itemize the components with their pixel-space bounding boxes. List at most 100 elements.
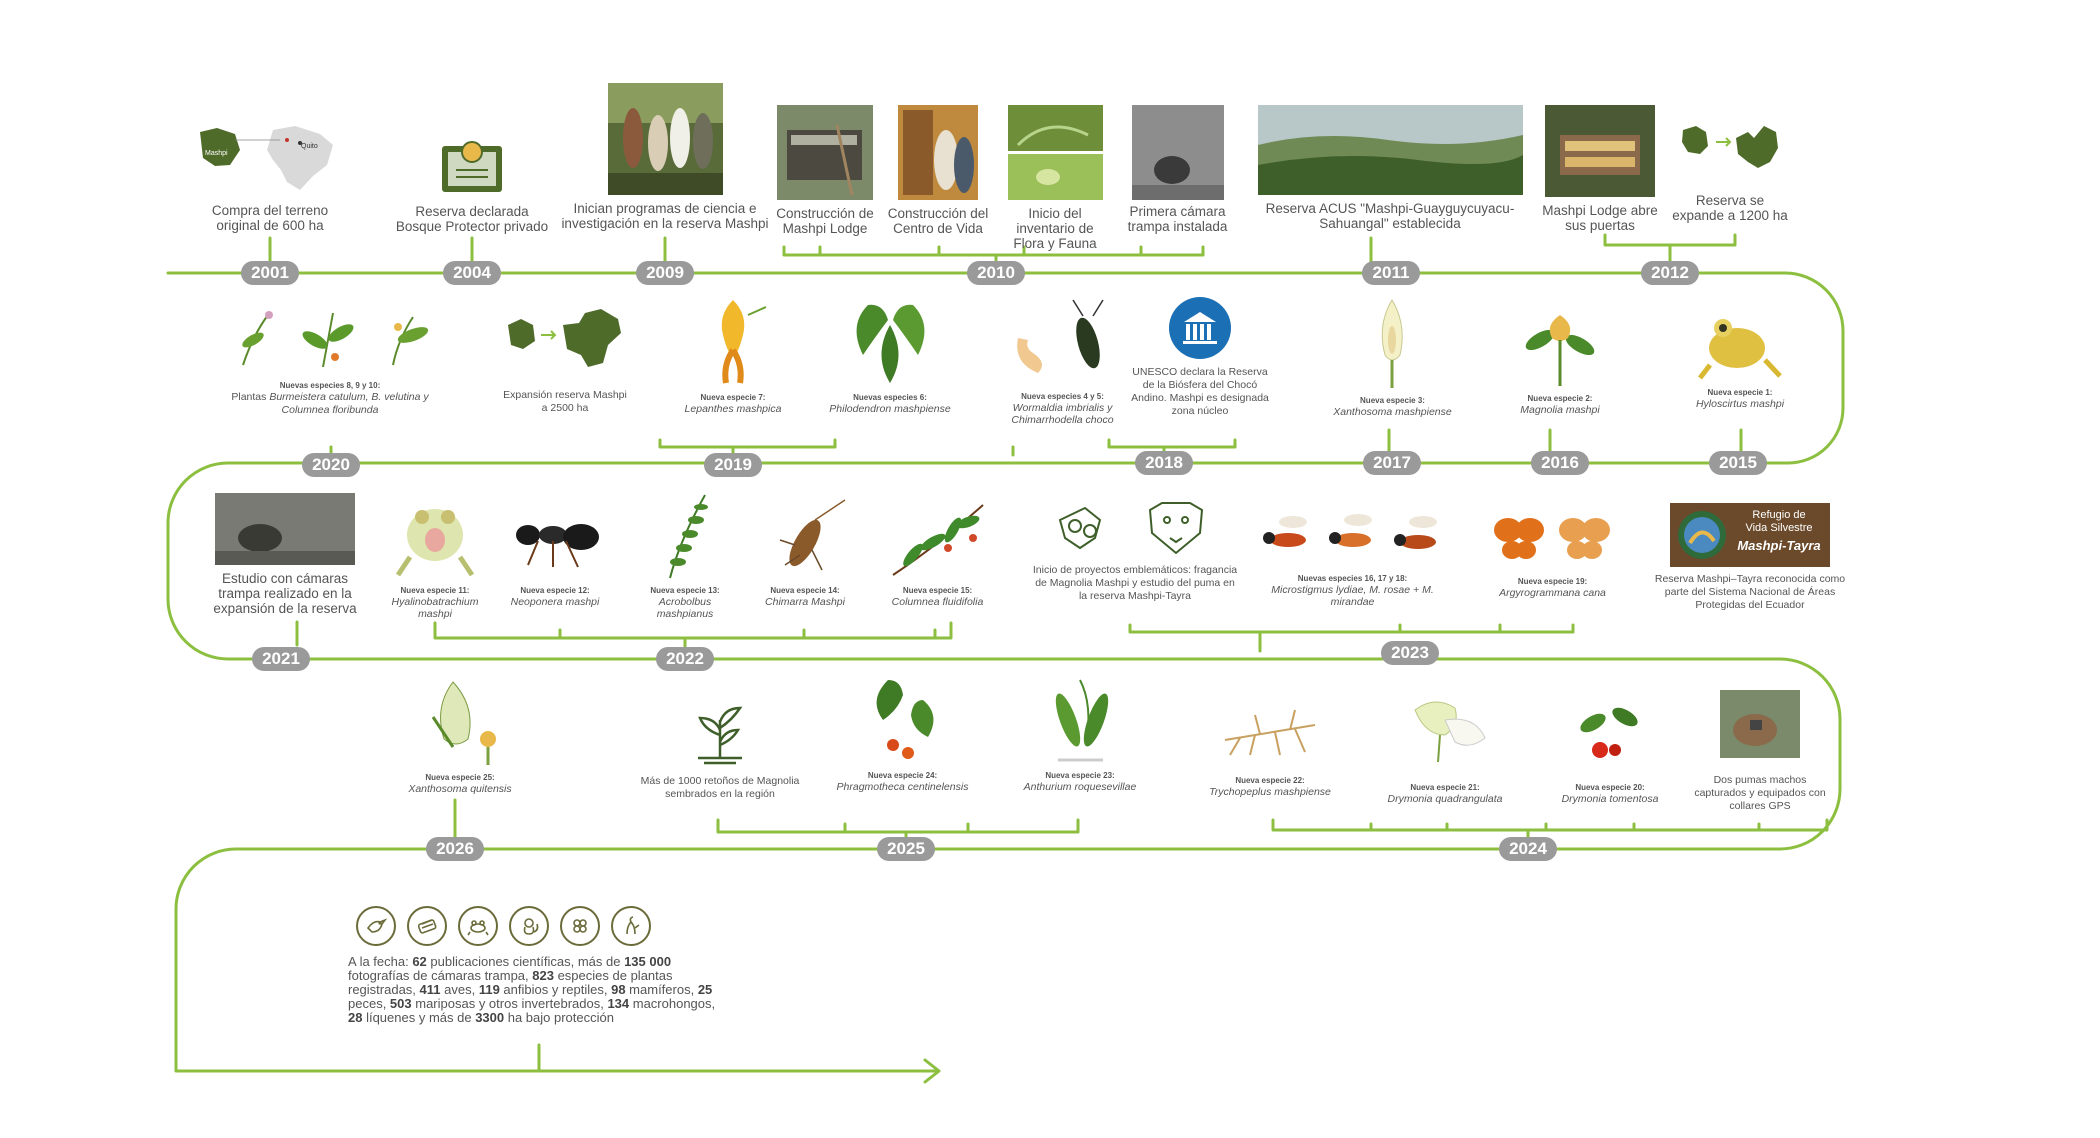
mashpi-tayra-logo: Refugio de Vida Silvestre Mashpi-Tayra: [1670, 503, 1830, 567]
log-icon: [407, 906, 447, 946]
monkey-icon: [509, 906, 549, 946]
event-nueva-especie-2: Nueva especie 2: Magnolia mashpi: [1500, 300, 1620, 416]
puma-photo: [1720, 690, 1800, 758]
tag-nueva-especie-25: Nueva especie 25:: [425, 773, 495, 782]
event-nueva-especie-12: Nueva especie 12: Neoponera mashpi: [500, 505, 610, 608]
year-badge-2023: 2023: [1381, 641, 1439, 665]
event-nueva-especie-25: Nueva especie 25: Xanthosoma quitensis: [395, 677, 525, 795]
event-compra: Mashpi Quito Compra del terreno original…: [195, 120, 345, 233]
event-pumas-gps: Dos pumas machos capturados y equipados …: [1690, 690, 1830, 813]
summary-part: publicaciones científicas, más de: [426, 954, 625, 969]
event-tayra-reconocida: Refugio de Vida Silvestre Mashpi-Tayra R…: [1650, 503, 1850, 612]
year-badge-2019: 2019: [704, 453, 762, 477]
caption-nueva-especie-20: Nueva especie 20: Drymonia tomentosa: [1550, 783, 1670, 805]
event-nueva-especie-11: Nueva especie 11: Hyalinobatrachium mash…: [375, 495, 495, 620]
event-unesco: UNESCO declara la Reserva de la Biósfera…: [1130, 296, 1270, 418]
species-16-18: Microstigmus lydiae, M. rosae + M. miran…: [1271, 584, 1434, 608]
caption-estudio-camaras: Estudio con cámaras trampa realizado en …: [213, 571, 357, 616]
bird-icon: [356, 906, 396, 946]
event-nueva-especie-15: Nueva especie 15: Columnea fluidifolia: [875, 500, 1000, 608]
philodendron-illustration: [843, 295, 938, 387]
caption-expande-1200: Reserva se expande a 1200 ha: [1672, 193, 1788, 223]
tag-nueva-especie-12: Nueva especie 12:: [520, 586, 590, 595]
lodge-photo: [1545, 105, 1655, 197]
caption-lodge-abre: Mashpi Lodge abre sus puertas: [1542, 203, 1658, 233]
magnolia-illustration: [1520, 300, 1600, 388]
caption-pumas-gps: Dos pumas machos capturados y equipados …: [1694, 774, 1826, 812]
species-25: Xanthosoma quitensis: [408, 783, 512, 795]
caption-nueva-especie-14: Nueva especie 14: Chimarra Mashpi: [750, 586, 860, 608]
caption-nueva-especie-3: Nueva especie 3: Xanthosoma mashpiense: [1325, 396, 1460, 418]
drymonia-quadrangulata-illustration: [1400, 690, 1490, 765]
summary-part: ha bajo protección: [504, 1010, 614, 1025]
event-lodge-abre: Mashpi Lodge abre sus puertas: [1535, 105, 1665, 233]
summary-part: A la fecha:: [348, 954, 413, 969]
event-inventario: Inicio del inventario de Flora y Fauna: [1000, 105, 1110, 251]
plants-8-10-illustration: [223, 305, 438, 373]
frog-illustration: [1695, 310, 1785, 380]
tag-nueva-especie-20: Nueva especie 20:: [1575, 783, 1645, 792]
forest-landscape-photo: [1257, 105, 1523, 195]
caption-nueva-especie-24: Nueva especie 24: Phragmotheca centinele…: [830, 771, 975, 793]
unesco-logo: [1168, 296, 1232, 360]
caption-tayra-reconocida: Reserva Mashpi–Tayra reconocida como par…: [1654, 573, 1846, 611]
event-bosque-protector: Reserva declarada Bosque Protector priva…: [392, 138, 552, 234]
event-nueva-especie-20: Nueva especie 20: Drymonia tomentosa: [1550, 695, 1670, 805]
species-13: Acrobolbus mashpianus: [656, 596, 714, 620]
caption-nuevas-8-10: Nuevas especies 8, 9 y 10: Plantas Burme…: [215, 381, 445, 417]
year-badge-2026: 2026: [426, 837, 484, 861]
caption-nuevas-16-18: Nuevas especies 16, 17 y 18: Microstigmu…: [1250, 574, 1455, 608]
timeline-path: [166, 271, 1845, 1073]
count-anfibios: 119: [478, 982, 500, 997]
tayra-logo-line2: Vida Silvestre: [1745, 522, 1813, 534]
event-nueva-especie-21: Nueva especie 21: Drymonia quadrangulata: [1375, 690, 1515, 805]
caption-centro-vida: Construcción del Centro de Vida: [887, 206, 989, 236]
year-badge-2018: 2018: [1135, 451, 1193, 475]
species-14: Chimarra Mashpi: [765, 596, 845, 608]
phragmotheca-illustration: [863, 675, 943, 765]
butterflies-illustration: [1488, 505, 1618, 565]
year-badge-2010: 2010: [967, 261, 1025, 285]
count-peces: 25: [697, 982, 713, 997]
insects-4-5-illustration: [1003, 298, 1123, 386]
caption-inventario: Inicio del inventario de Flora y Fauna: [1013, 206, 1097, 251]
event-nueva-especie-3: Nueva especie 3: Xanthosoma mashpiense: [1325, 295, 1460, 418]
count-macrohongos: 134: [607, 996, 630, 1011]
summary-part: macrohongos,: [629, 996, 716, 1011]
year-badge-2021: 2021: [252, 647, 310, 671]
year-badge-2001: 2001: [241, 261, 299, 285]
tag-nueva-especie-14: Nueva especie 14:: [770, 586, 840, 595]
caption-nueva-especie-12: Nueva especie 12: Neoponera mashpi: [500, 586, 610, 608]
glass-frog-illustration: [390, 495, 480, 580]
event-nuevas-8-10: Nuevas especies 8, 9 y 10: Plantas Burme…: [215, 305, 445, 417]
seedling-icon: [690, 700, 750, 765]
summary-part: mamíferos,: [625, 982, 698, 997]
lichen-icon: [611, 906, 651, 946]
tag-nueva-especie-2: Nueva especie 2:: [1527, 394, 1593, 403]
tag-nuevas-8-10: Nuevas especies 8, 9 y 10:: [279, 381, 381, 390]
anthurium-illustration: [1038, 675, 1123, 765]
count-liquenes: 28: [348, 1010, 363, 1025]
caption-nueva-especie-11: Nueva especie 11: Hyalinobatrachium mash…: [375, 586, 495, 620]
species-11: Hyalinobatrachium mashpi: [391, 596, 479, 620]
centro-vida-photo: [898, 105, 978, 200]
year-badge-2025: 2025: [877, 837, 935, 861]
caddisfly-illustration: [760, 495, 850, 580]
summary-part: líquenes y más de: [362, 1010, 476, 1025]
event-nueva-especie-22: Nueva especie 22: Trychopeplus mashpiens…: [1200, 700, 1340, 798]
species-15: Columnea fluidifolia: [891, 596, 984, 608]
year-badge-2012: 2012: [1641, 261, 1699, 285]
camera-trap-study-photo: [215, 493, 355, 565]
species-22: Trychopeplus mashpiense: [1209, 786, 1331, 798]
researchers-photo: [607, 83, 723, 195]
summary-part: aves,: [440, 982, 479, 997]
event-nueva-especie-24: Nueva especie 24: Phragmotheca centinele…: [830, 675, 975, 793]
count-fotografias: 135 000: [624, 954, 672, 969]
tag-nueva-especie-3: Nueva especie 3:: [1360, 396, 1425, 405]
event-nueva-especie-13: Nueva especie 13: Acrobolbus mashpianus: [630, 490, 740, 620]
caption-compra: Compra del terreno original de 600 ha: [211, 203, 329, 233]
tag-nueva-especie-11: Nueva especie 11:: [400, 586, 470, 595]
event-estudio-camaras: Estudio con cámaras trampa realizado en …: [210, 493, 360, 616]
event-mashpi-lodge-construction: Construcción de Mashpi Lodge: [770, 105, 880, 236]
